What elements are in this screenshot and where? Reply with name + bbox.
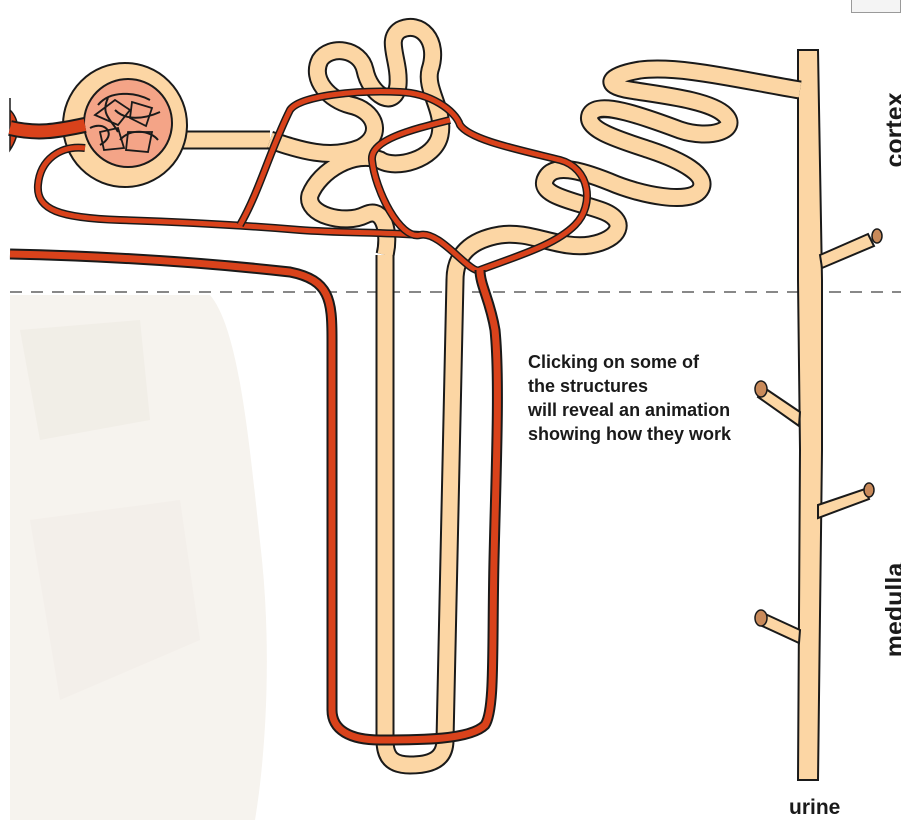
- medulla-label: medulla: [880, 545, 901, 675]
- instructions-line-2: the structures: [528, 374, 731, 398]
- instructions-line-3: will reveal an animation: [528, 398, 731, 422]
- glomerulus[interactable]: [84, 79, 172, 167]
- corner-toolbar-button[interactable]: [851, 0, 901, 13]
- instructions-line-4: showing how they work: [528, 422, 731, 446]
- proximal-convoluted-tubule[interactable]: [270, 27, 441, 255]
- instructions-text: Clicking on some of the structures will …: [528, 350, 731, 446]
- instructions-line-1: Clicking on some of: [528, 350, 731, 374]
- faded-background-region: [10, 295, 267, 820]
- cortex-label: cortex: [880, 80, 901, 180]
- urine-label: urine: [789, 796, 840, 820]
- collecting-duct[interactable]: [755, 50, 882, 780]
